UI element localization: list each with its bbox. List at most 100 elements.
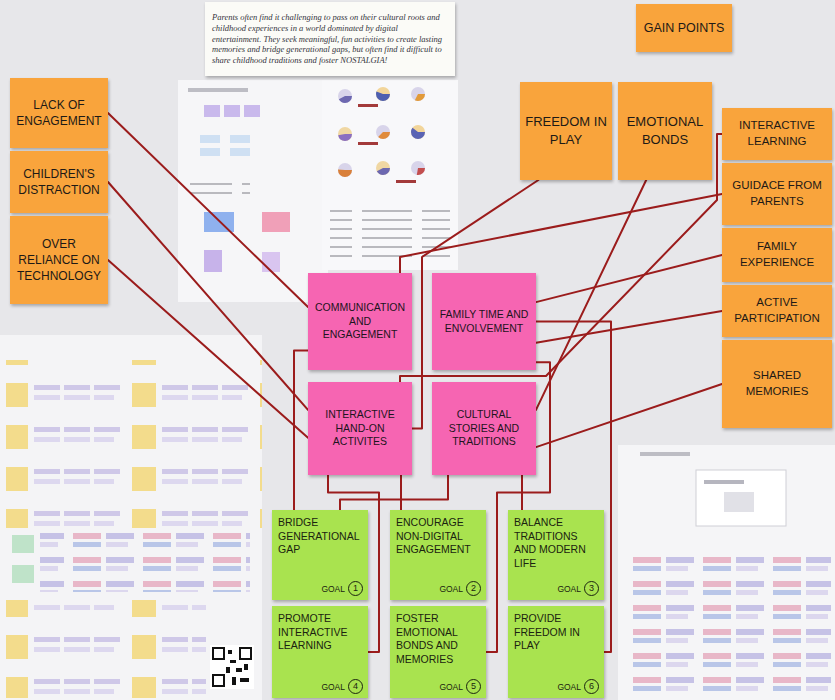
note-text: Parents often find it challenging to pas… (212, 12, 448, 65)
goal-note: FOSTER EMOTIONAL BONDS AND MEMORIESGOAL5 (390, 606, 486, 698)
theme-note: CULTURAL STORIES AND TRADITIONS (432, 382, 536, 475)
text-lines (190, 180, 250, 200)
pie-chart (411, 87, 425, 101)
note-text: EMOTIONAL BONDS (622, 113, 708, 148)
note-text: PROVIDE FREEDOM IN PLAY (514, 612, 599, 653)
theme-note: INTERACTIVE HAND-ON ACTIVITES (308, 382, 412, 475)
red-string (536, 311, 722, 343)
goal-number: 1 (348, 581, 363, 596)
mini-note (12, 565, 34, 583)
text-line (358, 142, 378, 145)
pie-slice (380, 165, 387, 172)
red-string (536, 180, 646, 410)
pie-chart (376, 87, 390, 101)
pie-slice (342, 93, 349, 100)
pain-gain-note: ACTIVE PARTICIPATION (722, 285, 832, 337)
chart-block (230, 135, 250, 143)
note-text: PROMOTE INTERACTIVE LEARNING (278, 612, 363, 653)
note-text: INTERACTIVE HAND-ON ACTIVITES (312, 408, 408, 449)
affinity-rows (626, 550, 831, 696)
qr-code (210, 645, 254, 689)
pie-chart (376, 125, 390, 139)
printed-sheet (178, 80, 328, 302)
affinity-rows (6, 600, 206, 698)
mini-chart (696, 470, 786, 526)
goal-number: 2 (466, 581, 481, 596)
note-text: BRIDGE GENERATIONAL GAP (278, 516, 363, 557)
red-string (521, 475, 523, 510)
qr-pixel (226, 667, 230, 673)
chart-block (724, 492, 754, 512)
goal-note: PROVIDE FREEDOM IN PLAY GOAL6 (508, 606, 604, 698)
chart-grid (262, 212, 290, 232)
problem-statement: Parents often find it challenging to pas… (205, 2, 455, 76)
text-line (358, 104, 378, 107)
qr-finder (240, 648, 251, 659)
pie-chart (411, 161, 425, 175)
goal-note: BRIDGE GENERATIONAL GAP GOAL1 (272, 510, 368, 600)
text-line (188, 88, 248, 92)
pie-slice (380, 91, 387, 98)
theme-note: COMMUNICATION AND ENGAGEMENT (308, 273, 412, 370)
pie-chart (376, 161, 390, 175)
note-text: ENCOURAGE NON-DIGITAL ENGAGEMENT (396, 516, 481, 557)
chart-block (204, 105, 220, 117)
mini-note (12, 535, 34, 553)
note-text: SHARED MEMORIES (726, 368, 828, 399)
chart-block (224, 105, 240, 117)
note-text: GAIN POINTS (640, 20, 728, 37)
note-text: FAMILY EXPERIENCE (726, 239, 828, 270)
pain-gain-note: GAIN POINTS (636, 4, 732, 52)
pain-gain-note: CHILDREN'S DISTRACTION (10, 151, 108, 213)
chart-block (244, 105, 260, 117)
pain-gain-note: FAMILY EXPERIENCE (722, 228, 832, 282)
qr-pixel (230, 660, 236, 663)
red-string (108, 113, 308, 307)
goal-label: GOAL (321, 584, 345, 594)
goal-note: PROMOTE INTERACTIVE LEARNING GOAL4 (272, 606, 368, 698)
text-line (640, 452, 690, 456)
goal-label: GOAL (557, 584, 581, 594)
goal-tag: GOAL3 (514, 581, 599, 596)
qr-pixel (228, 650, 232, 654)
goal-tag: GOAL2 (396, 581, 481, 596)
goal-label: GOAL (439, 682, 463, 692)
theme-note: FAMILY TIME AND ENVOLVEMENT (432, 273, 536, 370)
goal-note: BALANCE TRADITIONS AND MODERN LIFEGOAL3 (508, 510, 604, 600)
note-text: FREEDOM IN PLAY (524, 113, 608, 148)
red-string (400, 194, 722, 273)
goal-label: GOAL (557, 682, 581, 692)
affinity-rows (6, 360, 262, 528)
chart-block (200, 148, 220, 156)
chart-block (200, 135, 220, 143)
pain-gain-note: INTERACTIVE LEARNING (722, 108, 832, 160)
printed-sheet (0, 335, 262, 700)
chart-grid (262, 252, 280, 272)
pie-chart (338, 127, 352, 141)
qr-pixel (244, 664, 248, 670)
note-text: GUIDACE FROM PARENTS (726, 178, 828, 209)
note-text: FAMILY TIME AND ENVOLVEMENT (436, 308, 532, 335)
pie-chart (338, 89, 352, 103)
note-text: ACTIVE PARTICIPATION (726, 295, 828, 326)
note-text: CHILDREN'S DISTRACTION (14, 166, 104, 198)
note-text: OVER RELIANCE ON TECHNOLOGY (14, 236, 104, 285)
qr-pixel (236, 668, 242, 672)
red-string (536, 322, 611, 653)
pie-slice (342, 167, 349, 174)
pain-gain-note: OVER RELIANCE ON TECHNOLOGY (10, 216, 108, 304)
note-text: FOSTER EMOTIONAL BONDS AND MEMORIES (396, 612, 481, 667)
red-string (108, 182, 308, 410)
printed-sheet (322, 80, 458, 270)
note-text: INTERACTIVE LEARNING (726, 118, 828, 149)
goal-tag: GOAL6 (514, 679, 599, 694)
goal-note: ENCOURAGE NON-DIGITAL ENGAGEMENT GOAL2 (390, 510, 486, 600)
goal-label: GOAL (321, 682, 345, 692)
goal-tag: GOAL4 (278, 679, 363, 694)
pie-slice (415, 91, 422, 98)
printed-sheet (618, 445, 835, 700)
pie-chart (338, 163, 352, 177)
